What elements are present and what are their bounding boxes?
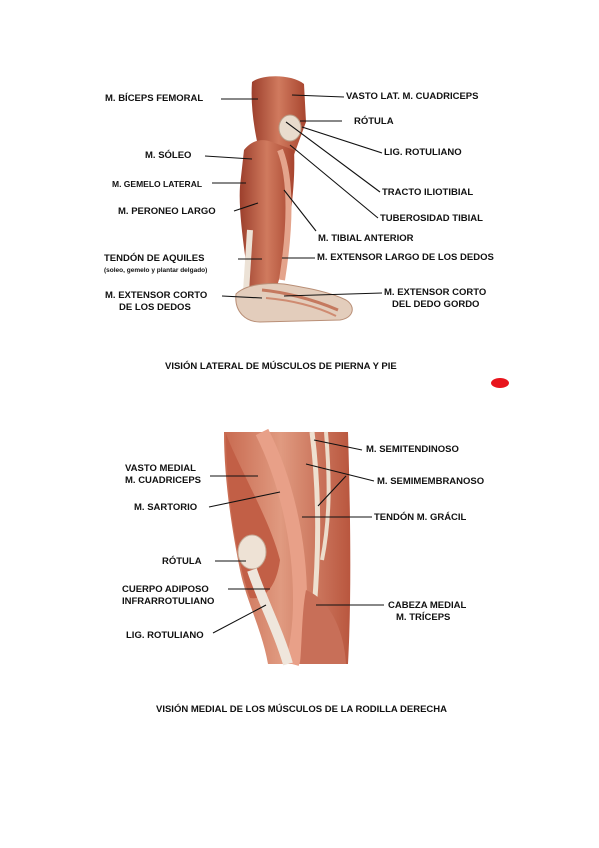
label-extensor-corto-dedos: M. EXTENSOR CORTO DE LOS DEDOS xyxy=(105,290,207,314)
label-sartorio: M. SARTORIO xyxy=(134,502,198,513)
label-cuerpo-adiposo: CUERPO ADIPOSO INFRARROTULIANO xyxy=(122,584,214,608)
label-cuerpo-adiposo-line1: CUERPO ADIPOSO xyxy=(122,584,209,595)
label-cuerpo-adiposo-line2: INFRARROTULIANO xyxy=(122,596,215,607)
label-semitendinoso: M. SEMITENDINOSO xyxy=(366,444,459,455)
knee-medial-illustration xyxy=(224,428,351,666)
label-vasto-lateral: VASTO LAT. M. CUADRICEPS xyxy=(346,91,479,102)
label-extensor-corto-dedos-line1: M. EXTENSOR CORTO xyxy=(105,290,208,301)
label-lig-rotuliano: LIG. ROTULIANO xyxy=(384,147,462,158)
label-tendon-aquiles: TENDÓN DE AQUILES xyxy=(104,253,205,264)
label-extensor-corto-gordo-line2: DEL DEDO GORDO xyxy=(392,299,480,310)
leaders-figure1 xyxy=(204,94,383,299)
label-vasto-medial: VASTO MEDIAL M. CUADRICEPS xyxy=(125,463,201,487)
label-extensor-corto-gordo: M. EXTENSOR CORTO DEL DEDO GORDO xyxy=(384,287,486,311)
label-rotula-2: RÓTULA xyxy=(162,556,202,567)
label-cabeza-medial: CABEZA MEDIAL M. TRÍCEPS xyxy=(388,600,466,624)
label-tendon-aquiles-note: (soleo, gemelo y plantar delgado) xyxy=(104,267,208,274)
label-cabeza-medial-line2: M. TRÍCEPS xyxy=(396,612,451,623)
label-tibial-anterior: M. TIBIAL ANTERIOR xyxy=(318,233,414,244)
label-extensor-corto-dedos-line2: DE LOS DEDOS xyxy=(119,302,191,313)
label-tendon-gracil: TENDÓN M. GRÁCIL xyxy=(374,512,467,523)
red-marker-dot xyxy=(491,378,509,388)
label-biceps-femoral: M. BÍCEPS FEMORAL xyxy=(105,93,204,104)
label-peroneo-largo: M. PERONEO LARGO xyxy=(118,206,216,217)
label-cabeza-medial-line1: CABEZA MEDIAL xyxy=(388,600,467,611)
caption-figure1: VISIÓN LATERAL DE MÚSCULOS DE PIERNA Y P… xyxy=(165,361,397,372)
label-rotula: RÓTULA xyxy=(354,116,394,127)
label-extensor-corto-gordo-line1: M. EXTENSOR CORTO xyxy=(384,287,487,298)
label-semimembranoso: M. SEMIMEMBRANOSO xyxy=(377,476,485,487)
label-lig-rotuliano-2: LIG. ROTULIANO xyxy=(126,630,204,641)
label-vasto-medial-line1: VASTO MEDIAL xyxy=(125,463,196,474)
caption-figure2: VISIÓN MEDIAL DE LOS MÚSCULOS DE LA RODI… xyxy=(156,704,447,715)
label-tracto-iliotibial: TRACTO ILIOTIBIAL xyxy=(382,187,474,198)
label-extensor-largo-dedos: M. EXTENSOR LARGO DE LOS DEDOS xyxy=(317,252,494,263)
label-tuberosidad-tibial: TUBEROSIDAD TIBIAL xyxy=(380,213,483,224)
label-gemelo-lateral: M. GEMELO LATERAL xyxy=(112,179,203,189)
leg-lateral-illustration xyxy=(235,76,353,323)
label-soleo: M. SÓLEO xyxy=(145,150,192,161)
leaders-figure2 xyxy=(208,439,384,634)
label-vasto-medial-line2: M. CUADRICEPS xyxy=(125,475,202,486)
